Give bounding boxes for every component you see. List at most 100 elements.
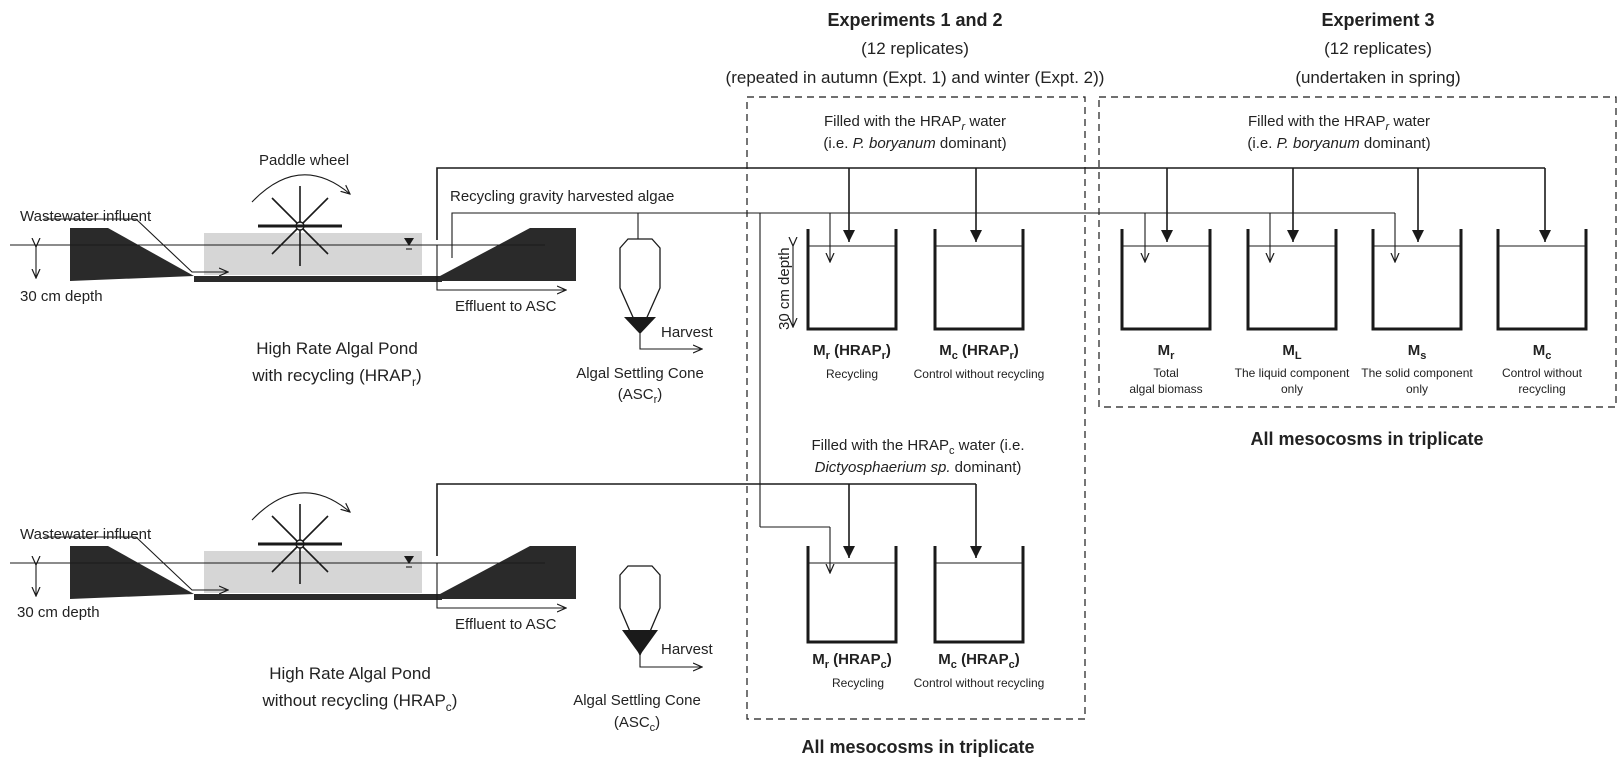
experiments-1-2-title: Experiments 1 and 2 [827,10,1002,30]
tank-exp3-ms [1371,229,1463,331]
experiment-3-title: Experiment 3 [1321,10,1434,30]
tank-mc-hrapr [933,229,1025,331]
cone-name-line1: Algal Settling Cone [573,692,701,709]
label-mc-hrapr: Mc (HRAPr) Control without recycling [914,342,1045,381]
label-exp3-ml: ML The liquid component only [1235,342,1350,396]
influent-flow-arrow [135,218,228,272]
svg-text:Filled with the HRAPc water (i: Filled with the HRAPc water (i.e. [811,437,1024,457]
pond-name-line2: without recycling (HRAPc) [262,691,458,714]
label-mc-hrapc: Mc (HRAPc) Control without recycling [914,651,1045,690]
svg-text:Mr (HRAPc): Mr (HRAPc) [812,651,892,671]
svg-text:Filled with the HRAPr water: Filled with the HRAPr water [824,113,1006,133]
depth-label: 30 cm depth [17,604,100,621]
svg-text:(i.e. P. boryanum dominant): (i.e. P. boryanum dominant) [823,135,1006,152]
svg-text:Dictyosphaerium sp. dominant): Dictyosphaerium sp. dominant) [815,459,1022,476]
harvest-label: Harvest [661,324,714,341]
depth-label: 30 cm depth [20,288,103,305]
svg-text:The liquid component: The liquid component [1235,366,1350,380]
svg-text:ML: ML [1282,342,1302,362]
svg-text:Mc: Mc [1533,342,1552,362]
influent-flow-arrow [135,536,228,590]
hrap-c-feed-pipe [436,483,982,558]
water-level-icon [404,556,414,564]
fill-label-hrap-r-exp3: Filled with the HRAPr water (i.e. P. bor… [1247,113,1430,152]
experiments-1-2-header: Experiments 1 and 2 (12 replicates) (rep… [726,10,1105,87]
cone-name-line1: Algal Settling Cone [576,365,704,382]
settling-cone-r-icon [619,238,702,349]
svg-text:recycling: recycling [1518,382,1565,396]
svg-text:Control without: Control without [1502,366,1583,380]
pond-name-line2: with recycling (HRAPr) [251,366,421,389]
experiment-3-box [1098,96,1617,408]
svg-text:Ms: Ms [1408,342,1427,362]
svg-text:Control without recycling: Control without recycling [914,676,1045,690]
tank-exp3-ml [1246,229,1338,331]
influent-label: Wastewater influent [20,208,152,225]
effluent-label: Effluent to ASC [455,298,557,315]
label-mr-hrapr: Mr (HRAPr) Recycling [813,342,891,381]
settling-cone-c-icon [619,565,702,667]
paddle-wheel-icon [251,174,350,266]
pond-outlet-wall [440,228,576,281]
svg-text:Recycling: Recycling [826,367,878,381]
svg-text:(i.e. P. boryanum dominant): (i.e. P. boryanum dominant) [1247,135,1430,152]
tank-mr-hrapc [806,546,898,644]
hrap-control-pond: Wastewater influent 30 cm depth Effluent… [10,492,714,734]
fill-label-hrap-r-exp12: Filled with the HRAPr water (i.e. P. bor… [823,113,1006,152]
svg-text:Control without recycling: Control without recycling [914,367,1045,381]
paddle-wheel-icon [251,492,350,584]
svg-text:only: only [1281,382,1303,396]
tank-mr-hrapr [806,229,898,331]
svg-text:algal biomass: algal biomass [1129,382,1202,396]
harvest-arrow [639,334,702,349]
svg-text:only: only [1406,382,1428,396]
pond-name-line1: High Rate Algal Pond [269,664,431,683]
svg-text:Recycling: Recycling [832,676,884,690]
recycling-pipe: Recycling gravity harvested algae [450,188,1395,573]
pond-name-line1: High Rate Algal Pond [256,339,418,358]
svg-text:Filled with the HRAPr water: Filled with the HRAPr water [1248,113,1430,133]
tank-exp3-mc [1496,229,1588,331]
effluent-arrow [436,245,566,290]
effluent-arrow [436,563,566,608]
tank-depth-marker: 30 cm depth [776,246,793,330]
tank-depth-label: 30 cm depth [776,247,793,330]
hrap-r-feed-pipe [436,167,1551,242]
label-mr-hrapc: Mr (HRAPc) Recycling [812,651,892,690]
experiment-3-header: Experiment 3 (12 replicates) (undertaken… [1295,10,1460,87]
label-exp3-mc: Mc Control without recycling [1502,342,1583,396]
effluent-label: Effluent to ASC [455,616,557,633]
svg-text:Mr: Mr [1158,342,1176,362]
tank-mc-hrapc [933,546,1025,644]
experiment-3-footer: All mesocosms in triplicate [1250,429,1483,449]
pond-inlet-wall [70,228,194,281]
experiment-3-season: (undertaken in spring) [1295,68,1460,87]
cone-name-line2: (ASCc) [614,714,660,734]
svg-text:Total: Total [1153,366,1178,380]
influent-label: Wastewater influent [20,526,152,543]
label-exp3-ms: Ms The solid component only [1361,342,1473,396]
harvest-arrow [639,655,702,667]
experiments-1-2-footer: All mesocosms in triplicate [801,737,1034,757]
recycling-label: Recycling gravity harvested algae [450,188,674,205]
svg-text:Mc (HRAPr): Mc (HRAPr) [939,342,1019,362]
pond-inlet-wall [70,546,194,599]
water-level-icon [404,238,414,246]
tank-exp3-mr [1120,229,1212,331]
pond-outlet-wall [440,546,576,599]
hrap-recycling-pond: Wastewater influent 30 cm depth Paddle w… [10,152,714,406]
experiment-3-replicates: (12 replicates) [1324,39,1432,58]
cone-name-line2: (ASCr) [618,386,663,406]
experiments-1-2-box [746,96,1086,720]
svg-text:Mr (HRAPr): Mr (HRAPr) [813,342,891,362]
svg-text:The solid component: The solid component [1361,366,1473,380]
experiments-1-2-season: (repeated in autumn (Expt. 1) and winter… [726,68,1105,87]
experiments-1-2-replicates: (12 replicates) [861,39,969,58]
label-exp3-mr: Mr Total algal biomass [1129,342,1202,396]
harvest-label: Harvest [661,641,714,658]
svg-text:Mc (HRAPc): Mc (HRAPc) [938,651,1019,671]
paddle-wheel-label: Paddle wheel [259,152,349,169]
fill-label-hrap-c: Filled with the HRAPc water (i.e. Dictyo… [811,437,1024,476]
